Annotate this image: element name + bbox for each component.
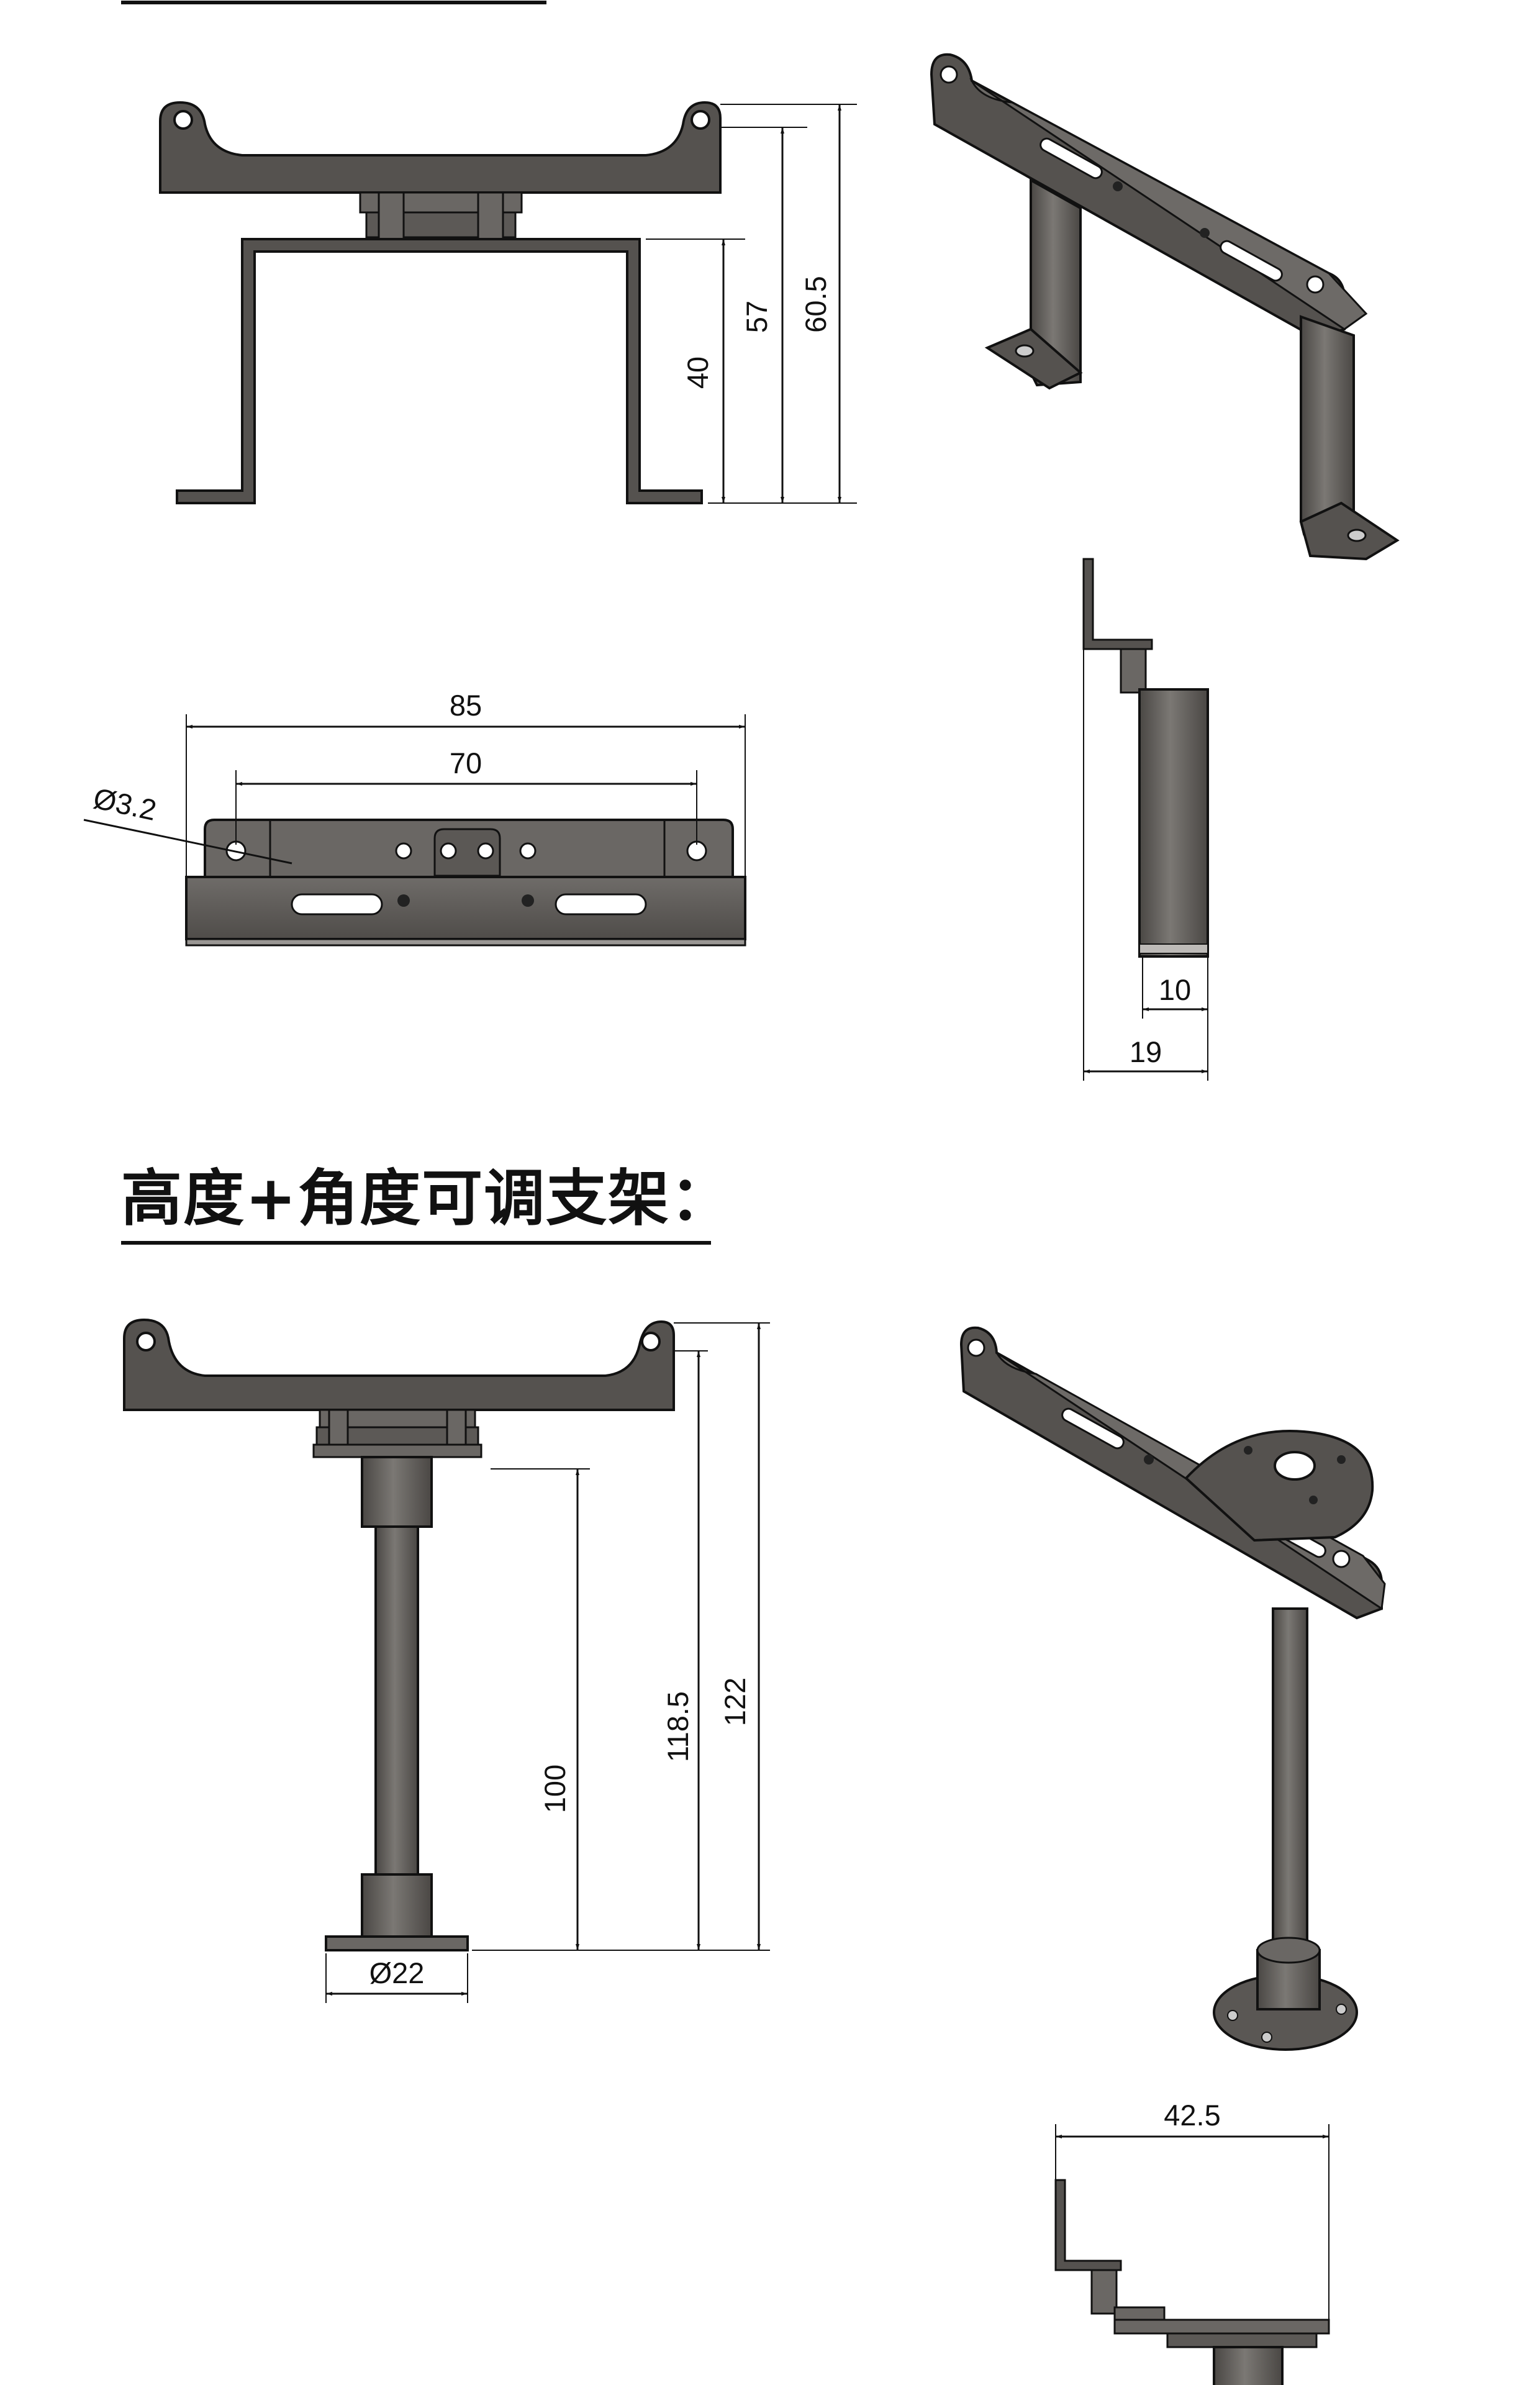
bracket-u-stand bbox=[176, 238, 703, 504]
dim-10: 10 bbox=[1159, 973, 1191, 1006]
stand-front-view: 100 118.5 122 Ø22 bbox=[123, 1318, 770, 2003]
dim-42-5: 42.5 bbox=[1164, 2099, 1220, 2132]
dim-60-5: 60.5 bbox=[799, 276, 832, 332]
dim-70: 70 bbox=[450, 747, 482, 779]
bracket-iso-view bbox=[930, 53, 1400, 561]
dim-118-5: 118.5 bbox=[661, 1691, 694, 1762]
dim-hole-dia: Ø3.2 bbox=[91, 781, 160, 827]
dim-40: 40 bbox=[681, 357, 714, 389]
stand-side-view: 42.5 bbox=[1054, 2099, 1330, 2385]
bracket-front-view: 40 57 60.5 bbox=[159, 101, 857, 504]
dim-57: 57 bbox=[740, 301, 773, 333]
dim-122: 122 bbox=[718, 1678, 751, 1726]
dim-100: 100 bbox=[538, 1765, 571, 1813]
dim-base-dia: Ø22 bbox=[369, 1956, 425, 1989]
bracket-top-view: 85 70 Ø3.2 bbox=[83, 689, 746, 947]
dim-85: 85 bbox=[450, 689, 482, 722]
bracket-side-view: 10 19 bbox=[1082, 558, 1209, 1081]
section-title: 高度+角度可调支架： bbox=[121, 1149, 731, 1245]
dim-19: 19 bbox=[1130, 1035, 1162, 1068]
stand-iso-view bbox=[959, 1326, 1386, 2051]
bracket-top-plate bbox=[159, 101, 722, 194]
